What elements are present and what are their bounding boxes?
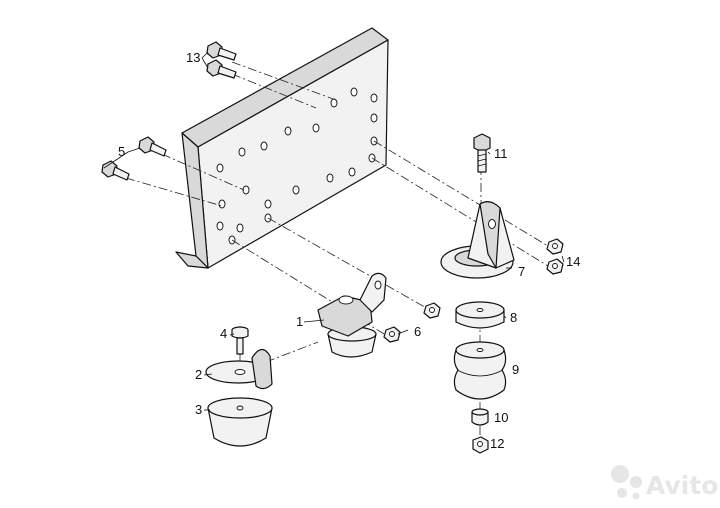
callout-leaders bbox=[103, 51, 565, 411]
part-7-base-mount bbox=[440, 201, 515, 279]
callout-10: 10 bbox=[494, 410, 508, 425]
callout-5: 5 bbox=[118, 144, 125, 159]
callout-1: 1 bbox=[296, 314, 303, 329]
part-10-sleeve bbox=[471, 408, 489, 426]
callout-2: 2 bbox=[195, 367, 202, 382]
part-4-bolt bbox=[231, 326, 249, 355]
watermark-text: Avito bbox=[646, 471, 718, 500]
avito-dots-icon bbox=[611, 465, 642, 500]
callout-11: 11 bbox=[494, 146, 508, 161]
part-14-nut-upper bbox=[546, 238, 564, 255]
callout-numbers: 1 2 3 4 5 6 7 8 9 10 11 12 13 14 bbox=[118, 50, 580, 451]
part-1-rubber-mount bbox=[317, 272, 387, 358]
bolt-13-upper bbox=[206, 41, 237, 61]
part-8-washer bbox=[455, 301, 505, 329]
part-6-nut-upper bbox=[423, 302, 441, 319]
bracket-holes bbox=[216, 87, 378, 245]
part-6-nut-lower bbox=[383, 326, 401, 343]
bolt-5-lower bbox=[101, 160, 130, 181]
callout-12: 12 bbox=[490, 436, 504, 451]
part-11-bolt bbox=[473, 133, 491, 173]
callout-3: 3 bbox=[195, 402, 202, 417]
part-3-rubber-cup bbox=[207, 397, 273, 447]
part-9-rubber-bushing bbox=[453, 341, 507, 400]
part-2-washer-plate bbox=[205, 348, 273, 390]
mounting-bracket-plate bbox=[175, 27, 389, 269]
bolt-13-lower bbox=[206, 59, 237, 79]
callout-7: 7 bbox=[518, 264, 525, 279]
callout-14: 14 bbox=[566, 254, 580, 269]
callout-6: 6 bbox=[414, 324, 421, 339]
callout-4: 4 bbox=[220, 326, 227, 341]
avito-watermark: Avito bbox=[611, 465, 718, 500]
part-14-nut-lower bbox=[546, 258, 564, 275]
bolt-5-upper bbox=[138, 136, 167, 157]
callout-9: 9 bbox=[512, 362, 519, 377]
callout-13: 13 bbox=[186, 50, 200, 65]
part-12-nut bbox=[472, 436, 489, 454]
callout-8: 8 bbox=[510, 310, 517, 325]
